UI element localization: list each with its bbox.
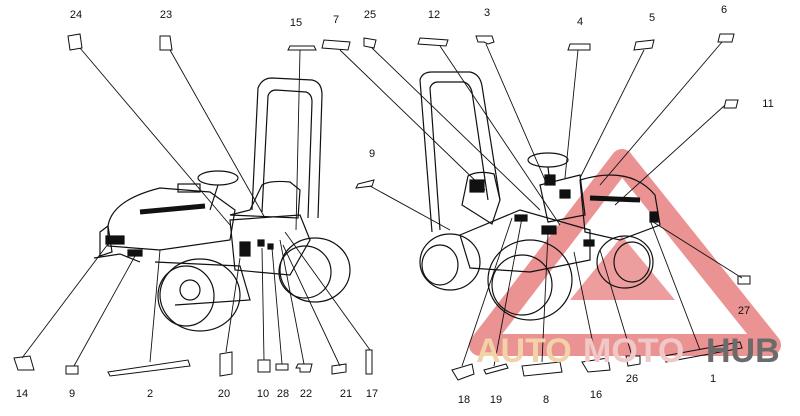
decal-3 (475, 35, 495, 45)
decal-15 (287, 45, 317, 51)
watermark-hub: HUB (706, 332, 780, 370)
right-tractor (419, 71, 661, 321)
callout-9: 9 (68, 388, 76, 400)
callout-22: 22 (299, 388, 313, 400)
decal-2 (107, 359, 191, 377)
decal-16 (581, 357, 611, 373)
decal-4 (567, 43, 591, 51)
callout-14: 14 (15, 388, 29, 400)
decal-9 (65, 365, 79, 375)
callout-16: 16 (589, 389, 603, 401)
callout-1: 1 (709, 373, 717, 385)
callout-12: 12 (427, 9, 441, 21)
callout-27: 27 (737, 305, 751, 317)
decal-6 (717, 33, 735, 43)
callout-19: 19 (489, 394, 503, 406)
callout-3: 3 (483, 7, 491, 19)
callout-23: 23 (159, 9, 173, 21)
decal-24 (67, 33, 83, 51)
leader-lines (21, 41, 743, 367)
callout-5: 5 (648, 12, 656, 24)
decal-21 (331, 363, 347, 375)
callout-11: 11 (762, 98, 774, 110)
decal-parts (13, 33, 751, 381)
callout-28: 28 (276, 388, 290, 400)
callout-25: 25 (363, 9, 377, 21)
decal-20 (219, 351, 233, 377)
left-tractor (93, 77, 351, 332)
decal-23 (159, 35, 173, 51)
decal-25 (363, 37, 377, 49)
callout-6: 6 (720, 4, 728, 16)
decal-14 (13, 355, 35, 371)
decal-1 (663, 341, 743, 363)
decal-12 (417, 37, 449, 47)
callout-7: 7 (332, 14, 340, 26)
watermark-moto: MOTO (583, 332, 684, 370)
decal-10 (257, 359, 271, 373)
callout-21: 21 (339, 388, 353, 400)
decal-18 (451, 363, 475, 381)
decal-19 (483, 363, 509, 375)
watermark-text: AUTO MOTO HUB (476, 332, 780, 370)
watermark-logo (469, 149, 781, 356)
callout-17: 17 (365, 388, 379, 400)
decal-7 (321, 39, 351, 51)
callout-4: 4 (576, 16, 584, 28)
decal-17 (365, 349, 373, 375)
decal-22 (295, 363, 313, 373)
callout-18: 18 (457, 394, 471, 406)
callout-2: 2 (146, 388, 154, 400)
callout-8: 8 (542, 394, 550, 406)
callout-20: 20 (217, 388, 231, 400)
callout-15: 15 (289, 17, 303, 29)
decal-27 (737, 275, 751, 285)
decal-5 (633, 39, 655, 51)
callout-10: 10 (256, 388, 270, 400)
decal-8 (521, 361, 563, 377)
watermark-auto: AUTO (476, 332, 572, 370)
decal-9b (355, 179, 375, 189)
callout-9-top: 9 (368, 148, 376, 160)
decal-11 (723, 99, 739, 109)
decal-28 (275, 363, 289, 371)
decal-26 (625, 355, 641, 367)
callout-24: 24 (69, 9, 83, 21)
callout-26: 26 (625, 373, 639, 385)
